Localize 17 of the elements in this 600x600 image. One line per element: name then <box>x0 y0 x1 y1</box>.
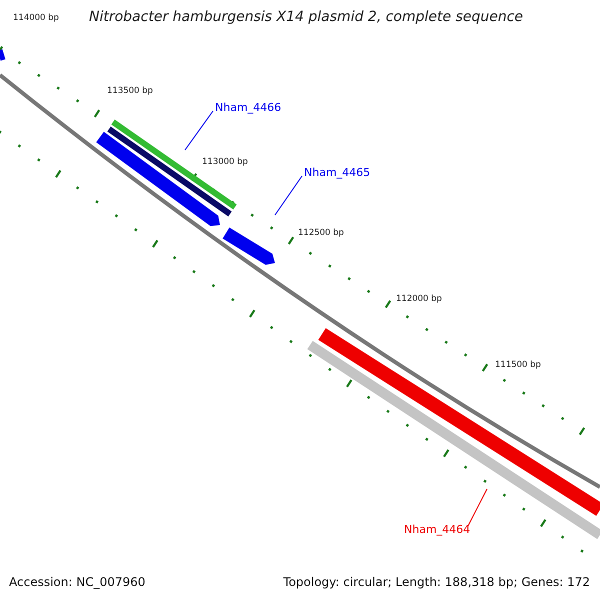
gene-label: Nham_4465 <box>304 167 370 180</box>
leader-line <box>184 110 214 150</box>
leader-line <box>274 176 302 216</box>
gene-label: Nham_4464 <box>404 524 470 536</box>
position-label: 114000 bp <box>13 14 59 24</box>
footer-text: Accession: NC_007960 <box>9 576 146 590</box>
position-label: 112000 bp <box>396 295 442 304</box>
gene-arrow <box>222 227 275 265</box>
position-label: 113000 bp <box>202 158 248 168</box>
position-label: 113500 bp <box>107 87 153 96</box>
gene-arrow <box>318 328 600 516</box>
gene-label: Nham_4466 <box>215 102 282 114</box>
position-label: 112500 bp <box>298 229 344 238</box>
footer-text: Topology: circular; Length: 188,318 bp; Genes: 172 <box>283 576 590 590</box>
leader-line <box>468 488 488 526</box>
position-label: 111500 bp <box>495 361 541 370</box>
title: Nitrobacter hamburgensis X14 plasmid 2, complete sequence <box>89 10 524 26</box>
